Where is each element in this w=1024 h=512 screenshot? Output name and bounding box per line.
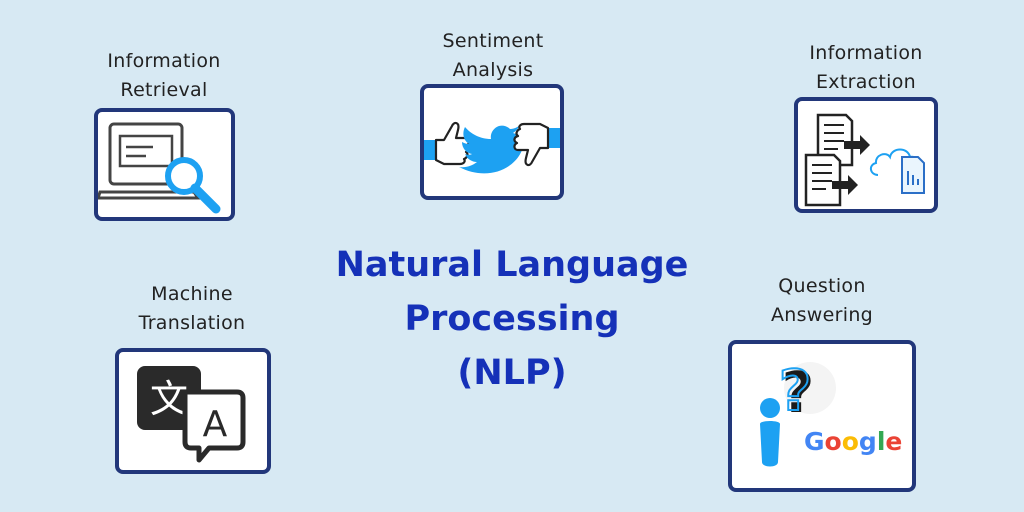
- google-logo-text: Google: [804, 427, 902, 456]
- brand-letter-2: o: [825, 427, 842, 456]
- title-line-1: Natural Language: [335, 245, 689, 285]
- brand-letter-3: o: [842, 427, 859, 456]
- information-retrieval-label: Information Retrieval: [107, 50, 221, 101]
- documents-cloud-icon: [804, 113, 925, 207]
- machine-translation-label: Machine Translation: [138, 283, 246, 334]
- brand-letter-4: g: [859, 427, 877, 456]
- svg-text:?: ?: [779, 359, 811, 424]
- source-glyph: 文: [150, 377, 188, 421]
- machine-translation-box: 文 A: [115, 348, 271, 474]
- title-line-2: Processing: [404, 299, 620, 339]
- information-retrieval-box: [94, 108, 235, 221]
- target-glyph: A: [203, 404, 228, 445]
- question-mark-icon: ?: [782, 361, 814, 426]
- brand-letter-6: e: [885, 427, 902, 456]
- laptop-search-icon: [98, 122, 221, 214]
- brand-letter-1: G: [804, 427, 825, 456]
- brand-letter-5: l: [877, 427, 886, 456]
- question-answering-box: ? ? Google: [728, 340, 916, 492]
- person-question-icon: ? ? Google: [760, 358, 902, 467]
- sentiment-analysis-label: Sentiment Analysis: [442, 30, 544, 81]
- information-extraction-box: [794, 97, 938, 213]
- translate-icon: 文 A: [137, 366, 246, 463]
- information-extraction-label: Information Extraction: [809, 42, 923, 93]
- question-answering-label: Question Answering: [770, 275, 874, 326]
- sentiment-analysis-box: [420, 84, 564, 200]
- twitter-thumbs-icon: [424, 121, 560, 174]
- diagram-title: Natural Language Processing (NLP): [312, 238, 712, 400]
- title-line-3: (NLP): [457, 353, 567, 393]
